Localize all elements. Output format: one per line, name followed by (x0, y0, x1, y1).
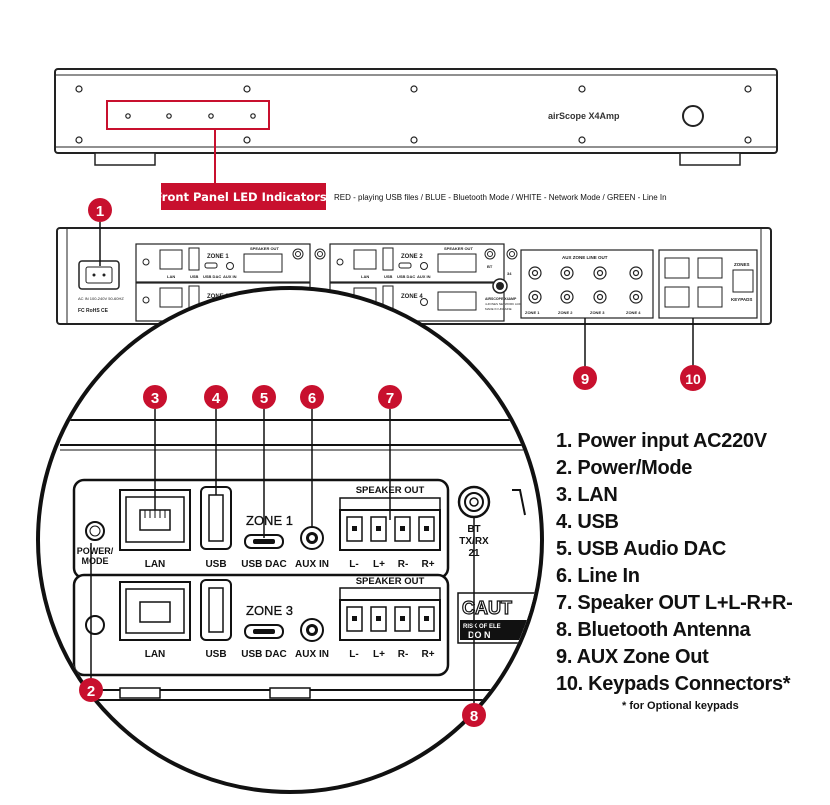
svg-text:9: 9 (581, 371, 589, 388)
svg-text:5: 5 (260, 390, 268, 407)
legend-item-5: 5. USB Audio DAC (556, 538, 727, 560)
svg-text:2: 2 (87, 683, 95, 700)
zoom-speaker-out-label-2: SPEAKER OUT (356, 576, 425, 587)
zoom-usb-dac-label-2: USB DAC (241, 649, 287, 660)
zoom-usb-label: USB (205, 559, 226, 570)
zoom-caution-text: CAUT (462, 598, 512, 618)
rear-maker-text: AIRSCOPE X4AMP (485, 297, 517, 301)
legend-item-3: 3. LAN (556, 484, 618, 506)
svg-text:7: 7 (386, 390, 394, 407)
rear-usbdac-1: USB DAC (203, 274, 221, 279)
led-callout-label: Front Panel LED Indicators: (155, 190, 332, 204)
keypads-label: KEYPADS (731, 297, 752, 302)
rear-speaker-out-1: SPEAKER OUT (250, 246, 279, 251)
marker-1: 1 (88, 198, 112, 222)
marker-3: 3 (143, 385, 167, 409)
legend-item-2: 2. Power/Mode (556, 457, 693, 479)
front-brand-label: airScope X4Amp (548, 111, 620, 121)
led-description: RED - playing USB files / BLUE - Bluetoo… (334, 193, 667, 202)
marker-4: 4 (204, 385, 228, 409)
front-panel: airScope X4Amp Front Panel LED Indicator… (54, 68, 778, 210)
svg-text:6: 6 (308, 390, 316, 407)
led-highlight-box (106, 100, 270, 130)
legend-item-1: 1. Power input AC220V (556, 430, 767, 452)
svg-text:FC RoHS CE: FC RoHS CE (78, 308, 109, 314)
legend-item-9: 9. AUX Zone Out (556, 646, 709, 668)
aux-zone-line-out-label: AUX ZONE LINE OUT (562, 255, 608, 260)
rear-usbdac-2: USB DAC (397, 274, 415, 279)
power-knob (682, 105, 704, 127)
rear-zone4-label: ZONE 4 (401, 294, 423, 300)
zoom-terminal-l-plus-2: L+ (373, 649, 385, 660)
marker-2: 2 (79, 678, 103, 702)
zoom-zone-top-label: ZONE 1 (246, 513, 293, 528)
zoom-caution-sub1: RISK OF ELE (463, 624, 501, 630)
rear-speaker-out-2: SPEAKER OUT (444, 246, 473, 251)
zoom-aux-in-label: AUX IN (295, 559, 329, 570)
svg-text:MODE: MODE (82, 556, 109, 566)
svg-text:4: 4 (212, 390, 221, 407)
led-callout-box (161, 183, 326, 210)
rear-panel: AC IN 100-240V 50-60HZ FC RoHS CE ZONE 1… (56, 227, 772, 325)
aux-zone1: ZONE 1 (525, 310, 540, 315)
rear-zone1-label: ZONE 1 (207, 254, 229, 260)
marker-8: 8 (462, 703, 486, 727)
markers: 1 3 4 5 6 7 2 8 9 10 (79, 198, 706, 727)
zoom-terminal-r-minus: R- (398, 559, 409, 570)
rear-usb-1: USB (190, 274, 199, 279)
zoom-detail: POWER/ MODE LAN LAN USB USB ZONE 1 ZONE … (36, 286, 544, 794)
svg-text:POWER/: POWER/ (77, 546, 114, 556)
marker-10: 10 (680, 365, 706, 391)
zoom-lan-label: LAN (145, 559, 166, 570)
aux-zone3: ZONE 3 (590, 310, 605, 315)
zoom-terminal-r-minus-2: R- (398, 649, 409, 660)
rear-made-in: MADE IN UKRAINE (485, 307, 512, 311)
svg-text:3: 3 (151, 390, 159, 407)
rear-power-rating: AC IN 100-240V 50-60HZ (78, 296, 124, 301)
legend-item-4: 4. USB (556, 511, 619, 533)
zoom-usb-label-2: USB (205, 649, 226, 660)
zoom-terminal-l-minus: L- (349, 559, 358, 570)
rear-maker-sub: 4-ZONES NETWORK AUDIO STREAMER (485, 302, 543, 306)
marker-5: 5 (252, 385, 276, 409)
zoom-terminal-r-plus: R+ (421, 559, 434, 570)
zoom-zone-bottom-label: ZONE 3 (246, 603, 293, 618)
rear-zone2-label: ZONE 2 (401, 254, 423, 260)
rear-lan-1: LAN (167, 274, 175, 279)
marker-7: 7 (378, 385, 402, 409)
aux-zone4: ZONE 4 (626, 310, 641, 315)
zoom-terminal-l-plus: L+ (373, 559, 385, 570)
legend-note: * for Optional keypads (622, 700, 739, 712)
legend-item-7: 7. Speaker OUT L+L-R+R- (556, 592, 793, 614)
aux-zone2: ZONE 2 (558, 310, 573, 315)
rear-auxin-2: AUX IN (417, 274, 431, 279)
svg-text:1: 1 (96, 203, 104, 220)
zoom-lan-label-2: LAN (145, 649, 166, 660)
zoom-caution-sub2: DO N (468, 630, 491, 640)
rear-lan-2: LAN (361, 274, 369, 279)
rear-bt-label: BT (487, 264, 493, 269)
zoom-aux-in-label-2: AUX IN (295, 649, 329, 660)
legend-item-8: 8. Bluetooth Antenna (556, 619, 751, 641)
marker-9: 9 (573, 366, 597, 390)
legend-item-6: 6. Line In (556, 565, 640, 587)
marker-6: 6 (300, 385, 324, 409)
zoom-terminal-r-plus-2: R+ (421, 649, 434, 660)
svg-text:10: 10 (685, 371, 701, 387)
callout-lines (90, 222, 694, 703)
rear-bt-num: 34 (507, 271, 512, 276)
rear-auxin-1: AUX IN (223, 274, 237, 279)
svg-text:8: 8 (470, 708, 478, 725)
zoom-terminal-l-minus-2: L- (349, 649, 358, 660)
zoom-usb-dac-label: USB DAC (241, 559, 287, 570)
aux-zone-out-panel (520, 249, 654, 319)
zones-label: ZONES (734, 262, 750, 267)
led-indicators (125, 113, 256, 119)
rear-usb-2: USB (384, 274, 393, 279)
legend-item-10: 10. Keypads Connectors* (556, 673, 791, 695)
